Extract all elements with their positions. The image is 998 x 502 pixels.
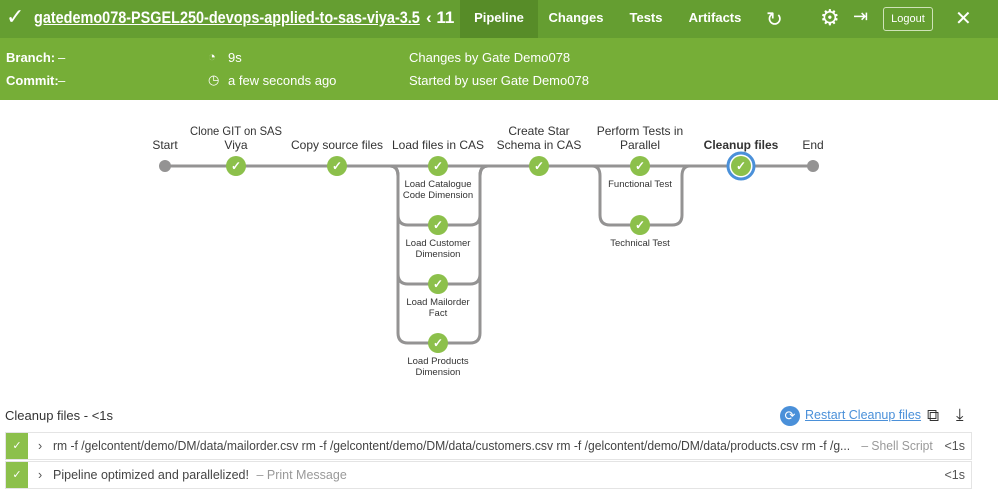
stage-label: Copy source files [291,138,383,152]
success-icon: ✓ [6,433,28,459]
step-heading: Cleanup files - <1s [5,408,114,423]
stage-node [428,156,448,176]
check-icon: ✓ [433,159,443,173]
stage-node [226,156,246,176]
check-icon: ✓ [231,159,241,173]
check-icon: ✓ [433,277,443,291]
gear-icon[interactable]: ⚙ [820,5,840,30]
pipeline-title-link[interactable]: gatedemo078-PSGEL250-devops-applied-to-s… [34,8,420,27]
stage-label: End [802,138,823,152]
started-time: a few seconds ago [228,73,337,88]
stage-label: Parallel [620,138,660,152]
download-icon[interactable]: ⤓ [956,405,964,424]
changes-by: Changes by Gate Demo078 [409,50,571,65]
branch-label: Load Customer [406,238,471,249]
open-external-icon[interactable]: ⧉ [927,406,940,425]
check-icon: ✓ [433,336,443,350]
duration-icon: ◔ [208,49,216,64]
restart-icon[interactable]: ⟳ [780,406,800,426]
check-icon: ✓ [534,159,544,173]
stage-label: Viya [224,138,247,152]
branch-label: Functional Test [608,179,672,190]
stage-label: Load files in CAS [392,138,484,152]
clock-icon: ◷ [208,72,220,87]
stage-node [428,333,448,353]
stage-label: Create Star [508,124,569,138]
branch-label: Code Dimension [403,190,473,201]
close-icon[interactable]: ✕ [955,8,972,30]
duration: 9s [228,50,242,65]
step-kind: – Print Message [256,468,347,482]
started-by: Started by user Gate Demo078 [409,73,589,88]
check-icon: ✓ [6,4,25,29]
tab-pipeline[interactable]: Pipeline [460,0,538,38]
tab-tests[interactable]: Tests [629,10,663,25]
stage-node [630,156,650,176]
terminal-node [159,160,171,172]
sign-in-icon[interactable]: ⇥ [853,6,869,26]
check-icon: ✓ [635,159,645,173]
step-row[interactable]: ✓ › rm -f /gelcontent/demo/DM/data/mailo… [5,432,972,460]
tab-artifacts[interactable]: Artifacts [688,10,742,25]
tab-changes[interactable]: Changes [548,10,604,25]
check-icon: ✓ [332,159,342,173]
step-row[interactable]: ✓ › Pipeline optimized and parallelized!… [5,461,972,489]
chevron-right-icon[interactable]: › [38,439,43,453]
stage-label: Cleanup files [704,138,779,152]
check-icon: ✓ [736,159,746,173]
branch-label: Dimension [416,249,461,260]
branch-label: Technical Test [610,238,670,249]
run-summary: Branch: – Commit: – ◔ 9s ◷ a few seconds… [0,38,998,100]
chevron-right-icon[interactable]: › [38,468,43,482]
step-kind: – Shell Script [861,439,933,453]
check-icon: ✓ [635,218,645,232]
step-text: rm -f /gelcontent/demo/DM/data/mailorder… [53,439,851,453]
terminal-node [807,160,819,172]
restart-stage-link[interactable]: Restart Cleanup files [805,408,922,422]
stage-node [731,156,751,176]
branch-label: Load Catalogue [404,179,471,190]
commit-label: Commit: [6,73,59,88]
commit-value: – [58,73,66,88]
branch-label: Branch: [6,50,56,65]
stage-label: Perform Tests in [597,124,683,138]
run-number[interactable]: ‹ 11 [426,8,455,27]
success-icon: ✓ [6,462,28,488]
branch-label: Dimension [416,367,461,378]
replay-icon[interactable]: ↻ [766,9,783,31]
stage-node [630,215,650,235]
stage-node [428,274,448,294]
branch-label: Load Products [407,356,469,367]
check-icon: ✓ [433,218,443,232]
step-duration: <1s [944,468,965,482]
top-bar: ✓ gatedemo078-PSGEL250-devops-applied-to… [0,0,998,38]
step-text: Pipeline optimized and parallelized! [53,468,249,482]
run-number-text: 11 [436,8,455,27]
stage-label: Clone GIT on SAS [190,124,282,138]
stage-node [428,215,448,235]
branch-label: Load Mailorder [406,297,469,308]
branch-label: Fact [429,308,448,319]
logout-button[interactable]: Logout [883,7,933,31]
stage-node [327,156,347,176]
step-duration: <1s [944,439,965,453]
branch-value: – [58,50,66,65]
stage-label: Schema in CAS [497,138,582,152]
stage-label: Start [152,138,178,152]
stage-node [529,156,549,176]
